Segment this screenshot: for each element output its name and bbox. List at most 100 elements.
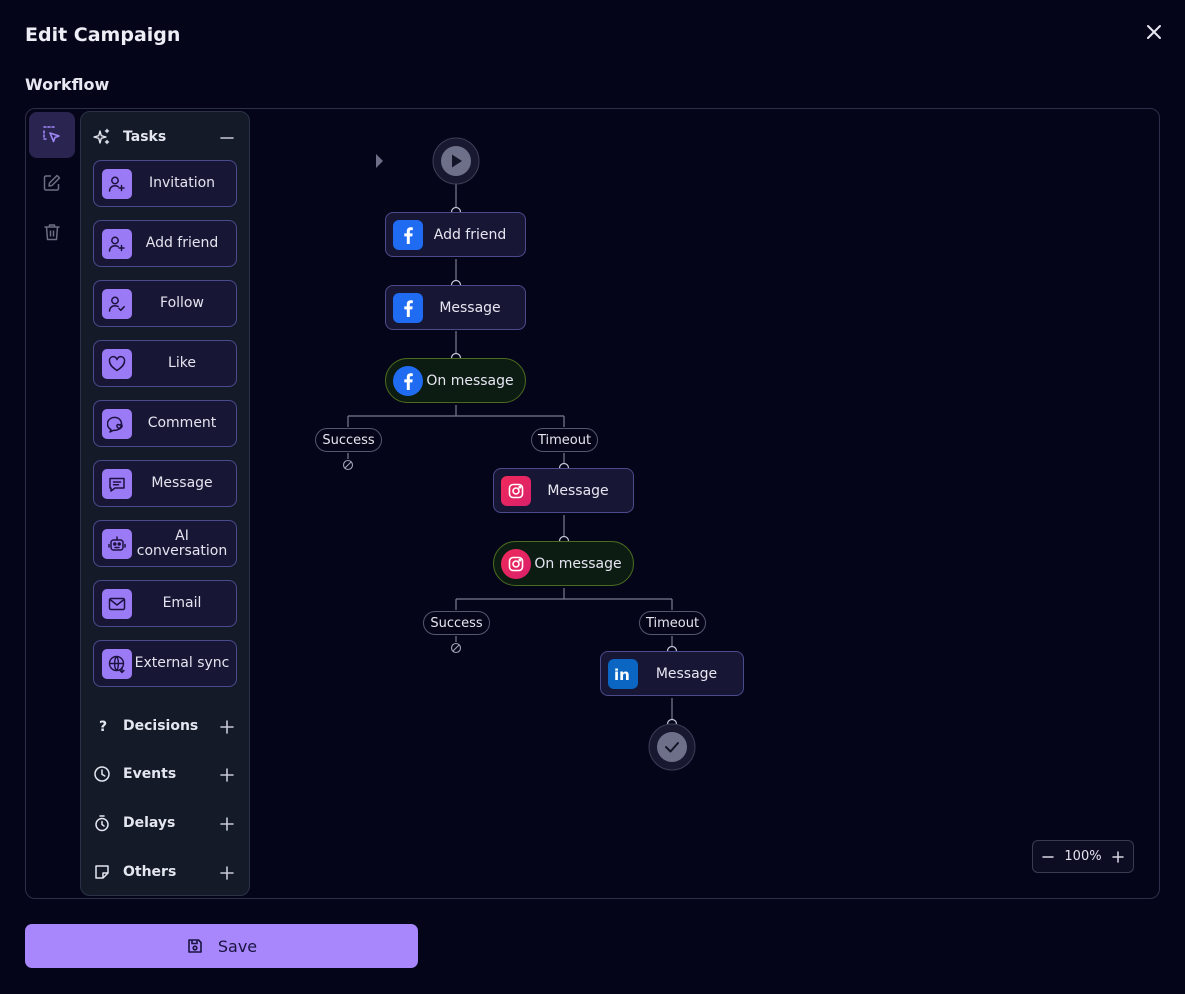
flow-node-label: Message (439, 299, 501, 316)
flow-node-linkedin-message[interactable]: in Message (600, 651, 744, 696)
flow-node-label: On message (426, 372, 514, 389)
group-delays[interactable]: Delays (93, 814, 175, 832)
robot-icon (102, 528, 132, 559)
workflow-canvas[interactable]: Tasks Invitation Add friend Follow (25, 108, 1160, 899)
branch-success-pill[interactable]: Success (423, 611, 490, 635)
tasks-header: Tasks (93, 128, 166, 146)
plus-icon (220, 866, 234, 880)
close-icon[interactable] (1143, 21, 1165, 43)
user-check-icon (102, 288, 132, 319)
group-label: Decisions (123, 718, 199, 734)
flow-node-label: On message (534, 555, 622, 572)
end-stop-icon (450, 642, 462, 654)
floppy-disk-icon (188, 939, 202, 953)
svg-text:in: in (614, 666, 630, 683)
dialog-title: Edit Campaign (25, 24, 181, 46)
pencil-icon (43, 174, 61, 191)
message-icon (102, 468, 132, 499)
flow-node-instagram-message[interactable]: Message (493, 468, 634, 513)
task-label: Email (162, 595, 202, 611)
expand-decisions-button[interactable] (217, 717, 237, 737)
task-external-sync[interactable]: External sync (93, 640, 237, 687)
delete-tool[interactable] (29, 209, 75, 255)
flow-node-label: Add friend (433, 226, 507, 243)
facebook-icon (393, 365, 423, 396)
heart-icon (102, 348, 132, 379)
save-button[interactable]: Save (25, 924, 418, 968)
edit-tool[interactable] (29, 160, 75, 206)
group-label: Delays (123, 815, 176, 831)
facebook-icon (393, 219, 423, 250)
group-others[interactable]: Others (93, 863, 176, 881)
stopwatch-icon (95, 815, 109, 832)
group-decisions[interactable]: ? Decisions (93, 717, 198, 735)
task-like[interactable]: Like (93, 340, 237, 387)
svg-text:?: ? (99, 719, 107, 735)
task-add-friend[interactable]: Add friend (93, 220, 237, 267)
task-label: Message (151, 475, 213, 491)
plus-icon (220, 720, 234, 734)
expand-events-button[interactable] (217, 765, 237, 785)
task-comment[interactable]: Comment (93, 400, 237, 447)
select-tool[interactable] (29, 112, 75, 158)
flow-node-instagram-on-message[interactable]: On message (493, 541, 634, 586)
minus-icon (1042, 855, 1054, 858)
task-label: External sync (134, 655, 230, 671)
branch-success-pill[interactable]: Success (315, 428, 382, 452)
clock-icon (94, 766, 110, 782)
end-stop-icon (342, 459, 354, 471)
flow-node-facebook-on-message[interactable]: On message (385, 358, 526, 403)
start-node[interactable] (432, 137, 480, 185)
tasks-header-label: Tasks (123, 129, 167, 145)
linkedin-icon: in (608, 658, 638, 689)
note-icon (95, 865, 109, 879)
flow-node-label: Message (547, 482, 609, 499)
expand-others-button[interactable] (217, 863, 237, 883)
play-arrow-icon[interactable] (376, 154, 383, 168)
zoom-level: 100% (1064, 849, 1102, 864)
task-message[interactable]: Message (93, 460, 237, 507)
task-label: Add friend (145, 235, 219, 251)
comment-heart-icon (102, 408, 132, 439)
workflow-section-label: Workflow (25, 75, 110, 94)
zoom-out-button[interactable] (1041, 850, 1055, 864)
task-follow[interactable]: Follow (93, 280, 237, 327)
plus-icon (220, 817, 234, 831)
branch-timeout-pill[interactable]: Timeout (639, 611, 706, 635)
user-plus-icon (102, 228, 132, 259)
group-events[interactable]: Events (93, 765, 176, 783)
task-ai-conversation[interactable]: AI conversation (93, 520, 237, 567)
expand-delays-button[interactable] (217, 814, 237, 834)
sparkles-icon (93, 128, 110, 145)
task-email[interactable]: Email (93, 580, 237, 627)
zoom-control: 100% (1032, 840, 1134, 873)
task-label: Like (168, 355, 196, 371)
plus-icon (1112, 850, 1124, 863)
trash-icon (44, 224, 60, 241)
task-label: Comment (147, 415, 217, 431)
collapse-tasks-button[interactable] (217, 128, 237, 148)
branch-timeout-pill[interactable]: Timeout (531, 428, 598, 452)
end-node[interactable] (648, 723, 696, 771)
instagram-icon (501, 475, 531, 506)
question-icon: ? (99, 719, 107, 735)
task-label: AI conversation (136, 527, 228, 559)
save-label: Save (217, 936, 258, 956)
facebook-icon (393, 292, 423, 323)
group-label: Events (123, 766, 177, 782)
flow-node-facebook-message[interactable]: Message (385, 285, 526, 330)
select-pointer-icon (43, 126, 60, 143)
instagram-icon (501, 548, 531, 579)
task-label: Invitation (148, 175, 216, 191)
flow-node-facebook-add-friend[interactable]: Add friend (385, 212, 526, 257)
plus-icon (220, 768, 234, 782)
task-label: Follow (160, 295, 204, 311)
minus-icon (220, 137, 234, 139)
task-panel: Tasks Invitation Add friend Follow (80, 111, 250, 896)
globe-sync-icon (102, 648, 132, 679)
user-plus-icon (102, 168, 132, 199)
task-invitation[interactable]: Invitation (93, 160, 237, 207)
envelope-icon (102, 588, 132, 619)
zoom-in-button[interactable] (1111, 850, 1125, 864)
group-label: Others (123, 864, 177, 880)
